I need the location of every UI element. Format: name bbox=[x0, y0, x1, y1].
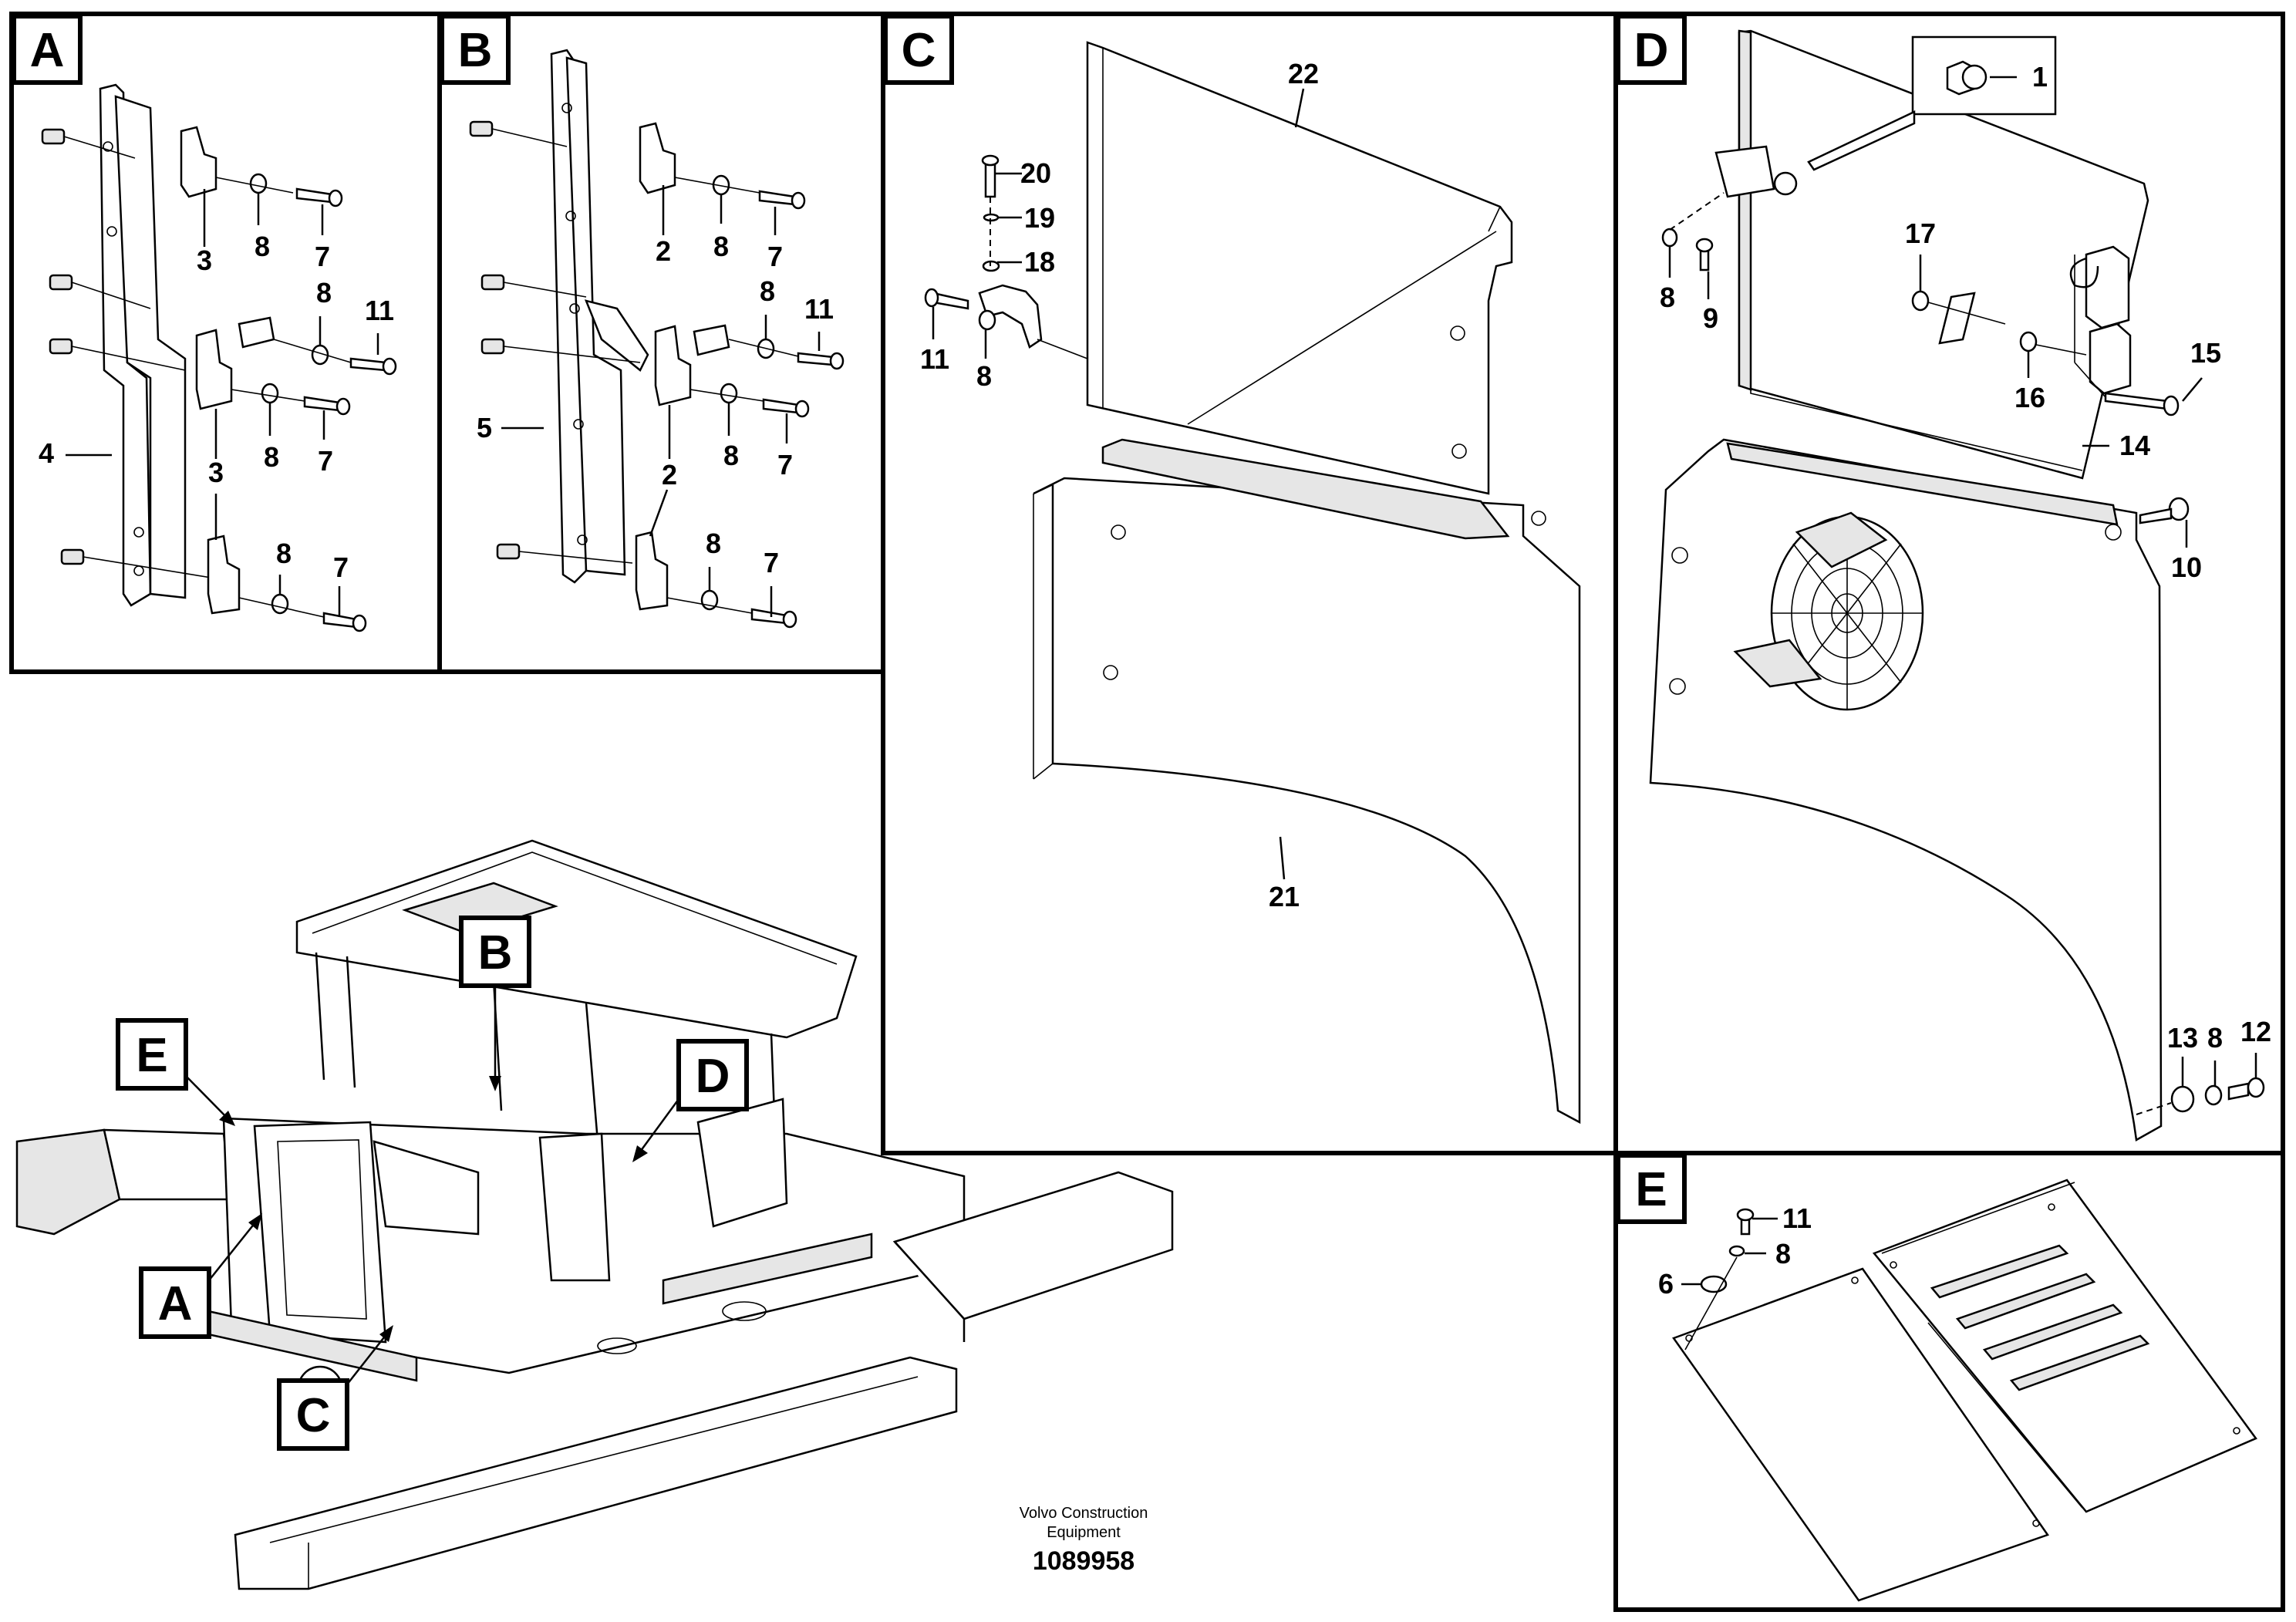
panel-a-drawing: 3 8 7 8 11 4 3 8 7 8 7 bbox=[39, 83, 397, 632]
callout-16: 16 bbox=[2014, 382, 2045, 413]
svg-text:E: E bbox=[136, 1029, 167, 1082]
panel-b-drawing: 2 8 7 8 11 5 2 8 7 8 7 bbox=[469, 49, 845, 629]
callout-20: 20 bbox=[1020, 157, 1051, 189]
svg-text:D: D bbox=[696, 1050, 730, 1103]
clip-3-upper bbox=[180, 126, 217, 198]
callout-21: 21 bbox=[1269, 881, 1300, 912]
overview-callout-c: C bbox=[277, 1325, 393, 1451]
panel-b-letter: B bbox=[458, 24, 493, 77]
callout-7-mid: 7 bbox=[777, 449, 793, 481]
callout-11: 11 bbox=[804, 293, 834, 325]
svg-text:A: A bbox=[158, 1277, 193, 1330]
panel-c-letter: C bbox=[902, 24, 936, 77]
callout-5: 5 bbox=[477, 412, 492, 443]
callout-2-mid: 2 bbox=[662, 459, 677, 491]
callout-3-upper: 3 bbox=[197, 244, 212, 276]
clip-2-middle bbox=[654, 325, 692, 406]
callout-8: 8 bbox=[976, 360, 992, 392]
clip-2-lower bbox=[635, 531, 669, 611]
callout-14: 14 bbox=[2119, 430, 2150, 461]
callout-8-lower: 8 bbox=[2207, 1022, 2223, 1054]
callout-8-mid: 8 bbox=[316, 277, 332, 309]
callout-8-mid2: 8 bbox=[723, 440, 739, 471]
callout-4: 4 bbox=[39, 437, 54, 469]
panel-e-letter-box: E bbox=[1616, 1153, 1687, 1224]
callout-19: 19 bbox=[1024, 202, 1055, 234]
overview-callout-d: D bbox=[632, 1039, 749, 1162]
callout-7-upper: 7 bbox=[767, 241, 783, 272]
clip-2-upper bbox=[639, 122, 676, 194]
callout-13: 13 bbox=[2167, 1022, 2198, 1054]
panel-e-letter: E bbox=[1635, 1163, 1667, 1216]
callout-8-mid: 8 bbox=[760, 275, 775, 307]
clip-3-lower bbox=[207, 534, 241, 615]
fan-grille bbox=[1733, 511, 1924, 711]
machine-overview bbox=[15, 839, 1174, 1590]
callout-7-lower: 7 bbox=[764, 547, 779, 578]
callout-11: 11 bbox=[365, 295, 394, 326]
overview-callout-e: E bbox=[116, 1018, 235, 1126]
callout-10: 10 bbox=[2171, 551, 2202, 583]
callout-18: 18 bbox=[1024, 246, 1055, 278]
callout-8-mid2: 8 bbox=[264, 441, 279, 473]
callout-7-upper: 7 bbox=[315, 241, 330, 272]
callout-15: 15 bbox=[2190, 337, 2221, 369]
callout-11: 11 bbox=[920, 343, 949, 375]
machine-roof bbox=[295, 839, 858, 1039]
panel-e-frame bbox=[1613, 1151, 2285, 1612]
callout-8-lower: 8 bbox=[276, 538, 292, 569]
panel-a-letter-box: A bbox=[12, 14, 83, 85]
cover-plate-22 bbox=[1086, 41, 1513, 495]
callout-8-upper: 8 bbox=[255, 231, 270, 262]
callout-7-lower: 7 bbox=[333, 551, 349, 583]
panel-a-letter: A bbox=[30, 24, 65, 77]
panel-b-letter-box: B bbox=[440, 14, 511, 85]
panel-c-letter-box: C bbox=[883, 14, 954, 85]
side-panel-21 bbox=[1033, 477, 1581, 1125]
callout-22: 22 bbox=[1288, 58, 1319, 89]
cover-plate-left bbox=[1672, 1267, 2049, 1602]
callout-8-upper: 8 bbox=[713, 231, 729, 262]
callout-17: 17 bbox=[1905, 218, 1936, 249]
callout-11: 11 bbox=[1782, 1202, 1812, 1234]
cover-plate-right bbox=[1872, 1179, 2257, 1513]
side-panel-lower bbox=[1649, 438, 2163, 1141]
callout-8: 8 bbox=[1775, 1238, 1791, 1270]
panel-e-drawing: 11 8 6 bbox=[1658, 1179, 2257, 1602]
drawing-number: 1089958 bbox=[1033, 1546, 1135, 1576]
callout-8-lower: 8 bbox=[706, 528, 721, 559]
panel-d-letter: D bbox=[1634, 24, 1669, 77]
callout-9: 9 bbox=[1703, 302, 1718, 334]
callout-3-mid: 3 bbox=[208, 457, 224, 488]
callout-1: 1 bbox=[2032, 61, 2048, 93]
svg-text:C: C bbox=[296, 1389, 331, 1442]
footer-company-line1: Volvo Construction bbox=[1020, 1505, 1148, 1522]
callout-2-upper: 2 bbox=[656, 235, 671, 267]
overview-callout-a: A bbox=[139, 1213, 262, 1339]
panel-d-drawing: 1 17 8 9 15 16 14 10 13 8 12 bbox=[1649, 29, 2271, 1141]
overview-callout-b: B bbox=[459, 916, 531, 1091]
callout-6: 6 bbox=[1658, 1268, 1674, 1300]
bracket-plate bbox=[978, 284, 1043, 349]
screed-front bbox=[234, 1356, 958, 1590]
callout-8: 8 bbox=[1660, 282, 1675, 313]
callout-12: 12 bbox=[2240, 1016, 2271, 1047]
panel-d-letter-box: D bbox=[1616, 14, 1687, 85]
svg-text:B: B bbox=[478, 926, 513, 980]
panel-c-drawing: 22 20 19 18 11 8 21 bbox=[920, 41, 1581, 1125]
callout-7-mid: 7 bbox=[318, 445, 333, 477]
clip-3-middle bbox=[195, 329, 233, 410]
footer-company-line2: Equipment bbox=[1047, 1524, 1121, 1541]
